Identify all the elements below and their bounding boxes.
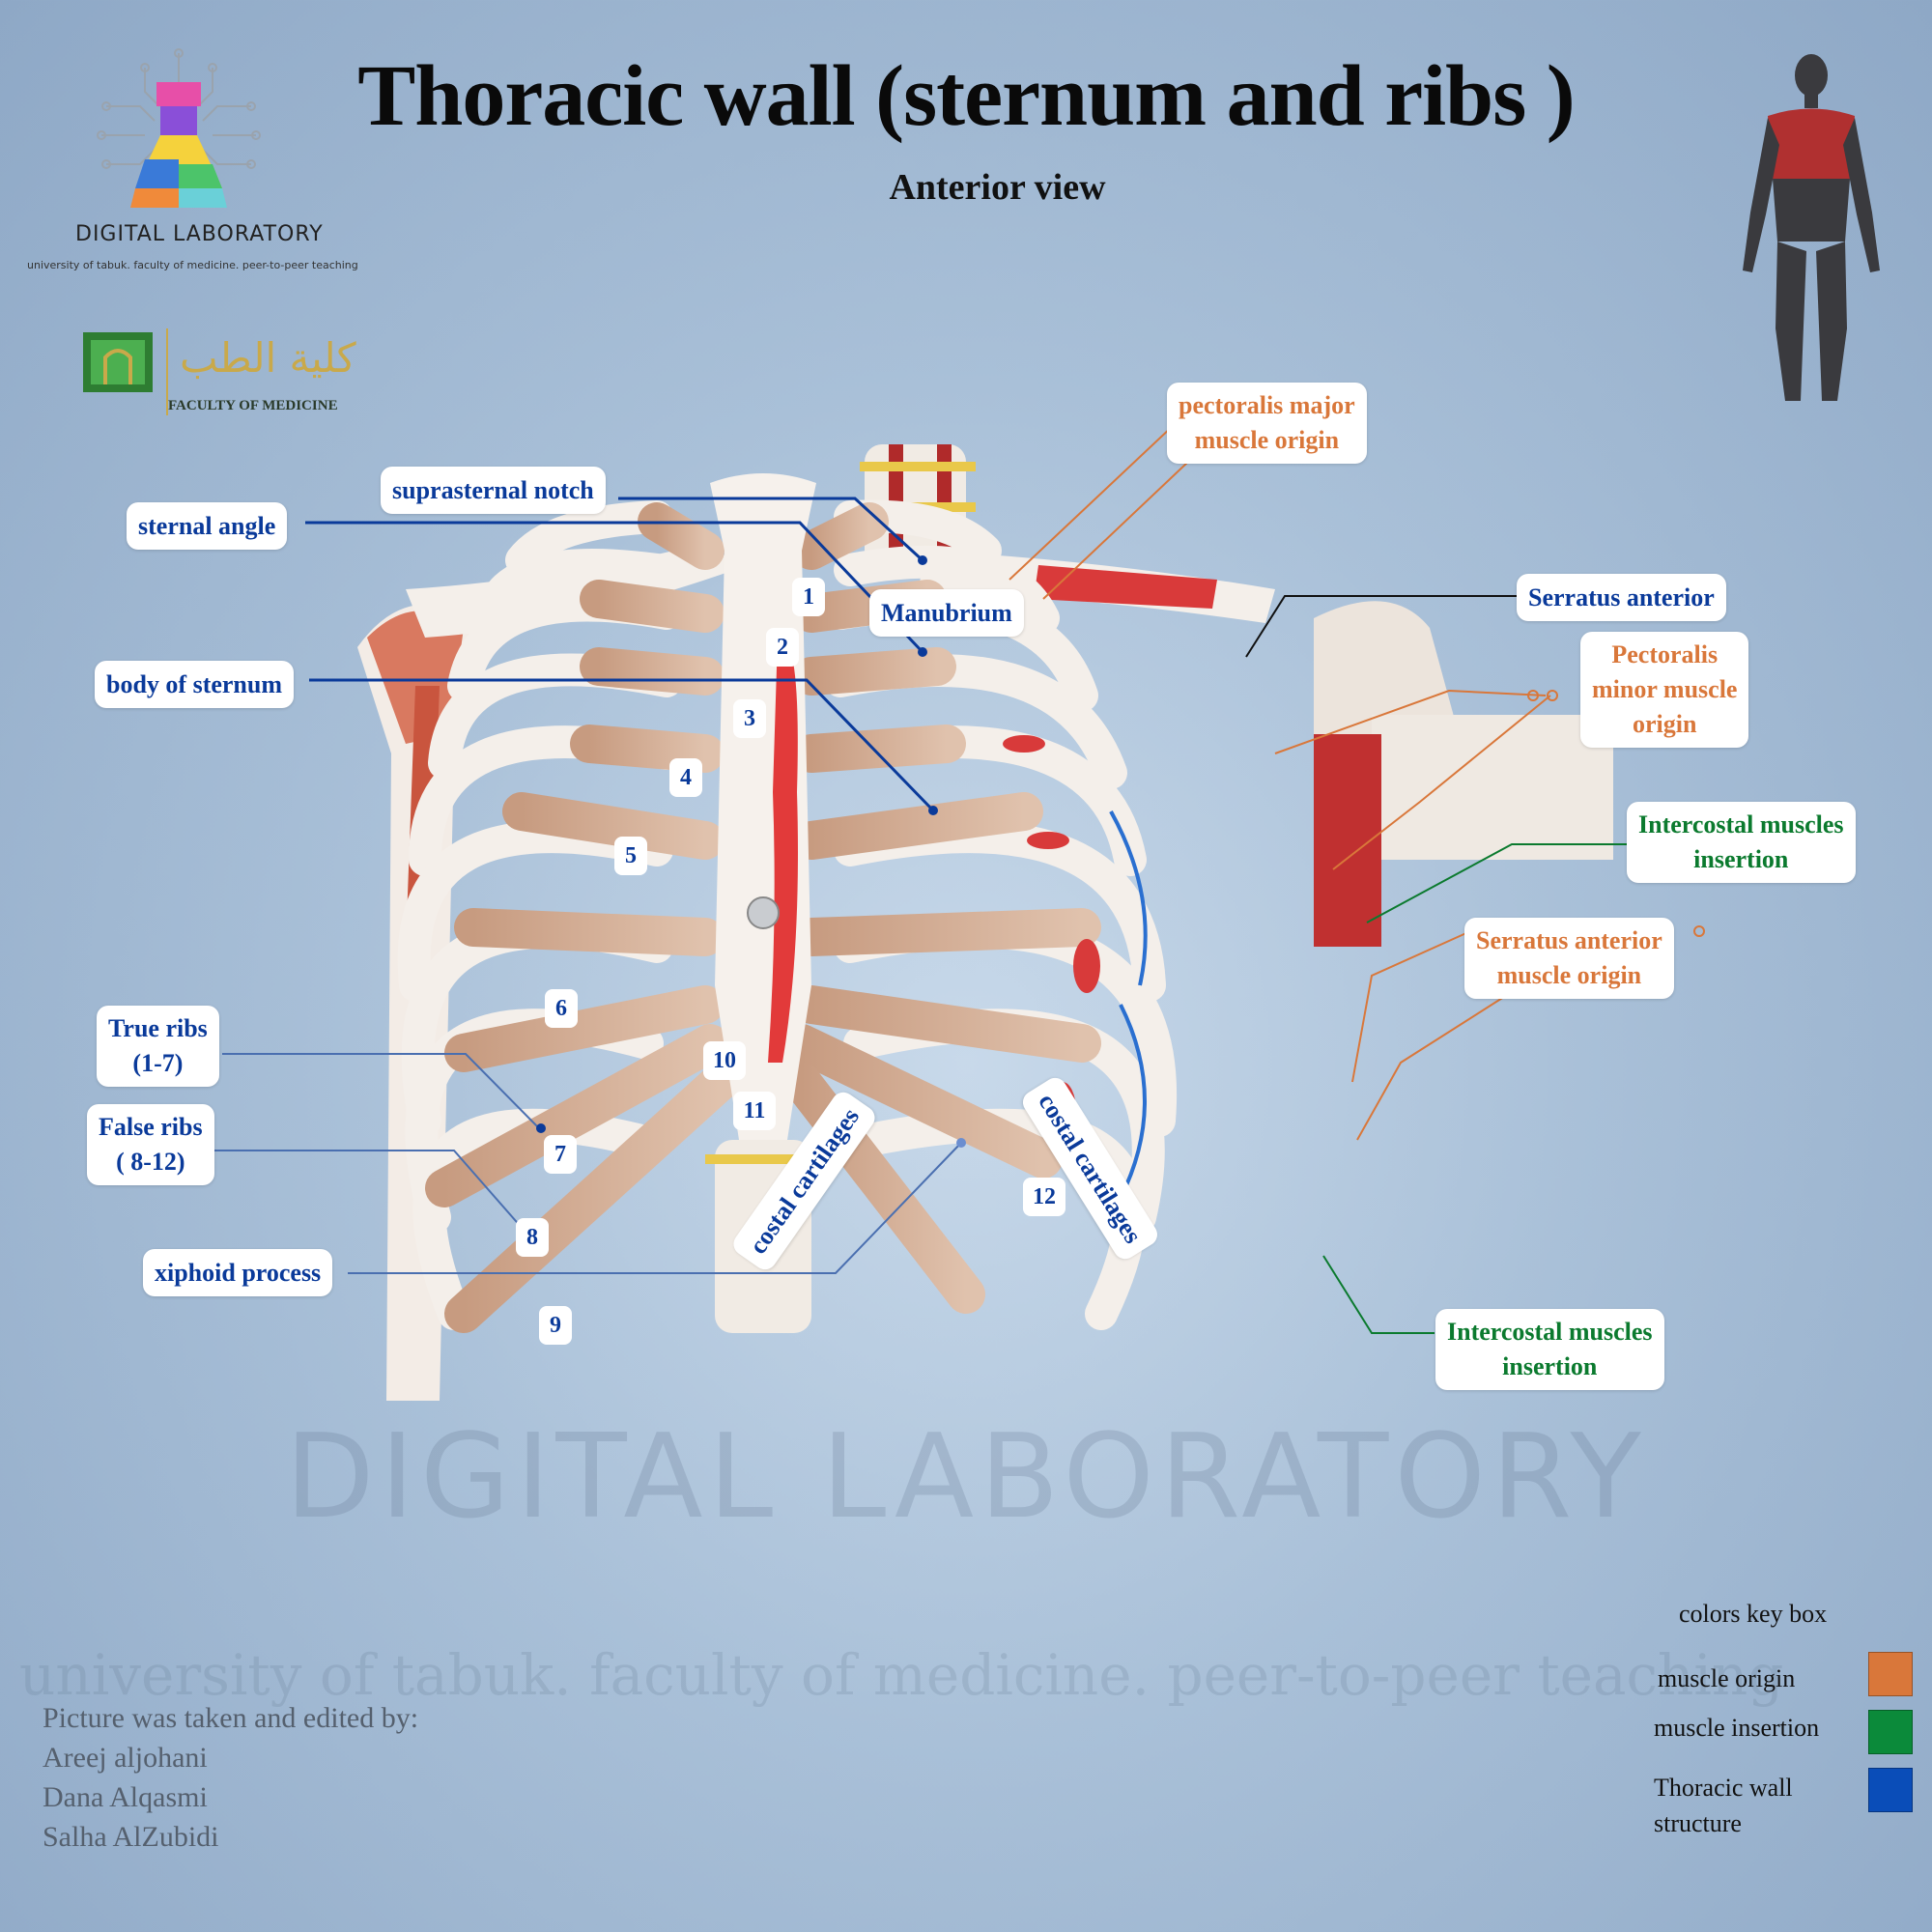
intercostal-lower-line-1: Intercostal muscles (1447, 1318, 1653, 1346)
pectoralis-major-line-2: muscle origin (1194, 426, 1340, 454)
label-serratus-anterior-origin: Serratus anterior muscle origin (1464, 918, 1674, 999)
label-suprasternal-notch: suprasternal notch (381, 467, 606, 514)
pectoralis-minor-line-2: minor muscle (1592, 675, 1738, 703)
label-true-ribs: True ribs (1-7) (97, 1006, 219, 1087)
thorax-skeleton-image (348, 444, 1613, 1401)
key-swatch-thoracic-wall (1868, 1768, 1913, 1812)
university-emblem (81, 328, 155, 406)
true-ribs-line-2: (1-7) (132, 1049, 184, 1077)
false-ribs-line-2: ( 8-12) (116, 1148, 185, 1176)
logo-tagline: university of tabuk. faculty of medicine… (27, 259, 358, 271)
rib-number-10: 10 (703, 1041, 746, 1080)
digital-laboratory-logo (87, 48, 270, 222)
rib-number-12: 12 (1023, 1178, 1065, 1216)
key-label-muscle-insertion: muscle insertion (1654, 1714, 1820, 1742)
rib-number-11: 11 (733, 1092, 776, 1130)
page-title: Thoracic wall (sternum and ribs ) (357, 48, 1575, 144)
pectoralis-minor-line-3: origin (1633, 710, 1697, 738)
label-intercostal-upper: Intercostal muscles insertion (1627, 802, 1856, 883)
label-sternal-angle: sternal angle (127, 502, 288, 550)
label-pectoralis-minor: Pectoralis minor muscle origin (1580, 632, 1749, 748)
rib-number-6: 6 (545, 989, 578, 1028)
label-xiphoid-process: xiphoid process (143, 1249, 333, 1296)
credits-heading: Picture was taken and edited by: (43, 1702, 419, 1734)
key-label-thoracic-wall-line-2: structure (1654, 1809, 1742, 1837)
label-serratus-anterior: Serratus anterior (1517, 574, 1726, 621)
faculty-name: FACULTY OF MEDICINE (168, 398, 338, 413)
watermark-tagline: university of tabuk. faculty of medicine… (19, 1642, 1784, 1708)
pectoralis-major-line-1: pectoralis major (1179, 391, 1355, 419)
watermark-text: DIGITAL LABORATORY (285, 1410, 1647, 1545)
rib-number-1: 1 (792, 578, 825, 616)
rib-number-4: 4 (669, 758, 702, 797)
true-ribs-line-1: True ribs (108, 1014, 208, 1042)
rib-number-5: 5 (614, 837, 647, 875)
serratus-origin-line-2: muscle origin (1496, 961, 1642, 989)
credits-name: Areej aljohani (43, 1742, 208, 1774)
intercostal-lower-line-2: insertion (1502, 1352, 1598, 1380)
rib-number-8: 8 (516, 1218, 549, 1257)
label-body-of-sternum: body of sternum (95, 661, 295, 708)
key-label-thoracic-wall: Thoracic wall structure (1654, 1770, 1793, 1841)
rib-number-2: 2 (766, 628, 799, 667)
key-label-muscle-origin: muscle origin (1658, 1664, 1796, 1692)
pectoralis-minor-line-1: Pectoralis (1611, 640, 1719, 668)
credits: Picture was taken and edited by: Areej a… (43, 1698, 418, 1857)
body-region-figure (1729, 48, 1893, 406)
label-pectoralis-major: pectoralis major muscle origin (1167, 383, 1367, 464)
page-subtitle: Anterior view (889, 167, 1106, 208)
logo-name: DIGITAL LABORATORY (75, 222, 324, 246)
label-false-ribs: False ribs ( 8-12) (87, 1104, 214, 1185)
intercostal-upper-line-1: Intercostal muscles (1638, 810, 1844, 838)
credits-name: Dana Alqasmi (43, 1781, 208, 1813)
label-intercostal-lower: Intercostal muscles insertion (1435, 1309, 1664, 1390)
label-manubrium: Manubrium (869, 589, 1024, 637)
faculty-divider (166, 328, 168, 415)
key-swatch-muscle-origin (1868, 1652, 1913, 1696)
key-label-thoracic-wall-line-1: Thoracic wall (1654, 1774, 1793, 1802)
intercostal-upper-line-2: insertion (1693, 845, 1789, 873)
credits-name: Salha AlZubidi (43, 1821, 219, 1853)
rib-number-7: 7 (544, 1135, 577, 1174)
rib-number-3: 3 (733, 699, 766, 738)
color-key-title: colors key box (1679, 1600, 1828, 1628)
rib-number-9: 9 (539, 1306, 572, 1345)
faculty-arabic-name: كلية الطب (180, 334, 356, 382)
serratus-origin-line-1: Serratus anterior (1476, 926, 1662, 954)
key-swatch-muscle-insertion (1868, 1710, 1913, 1754)
false-ribs-line-1: False ribs (99, 1113, 203, 1141)
